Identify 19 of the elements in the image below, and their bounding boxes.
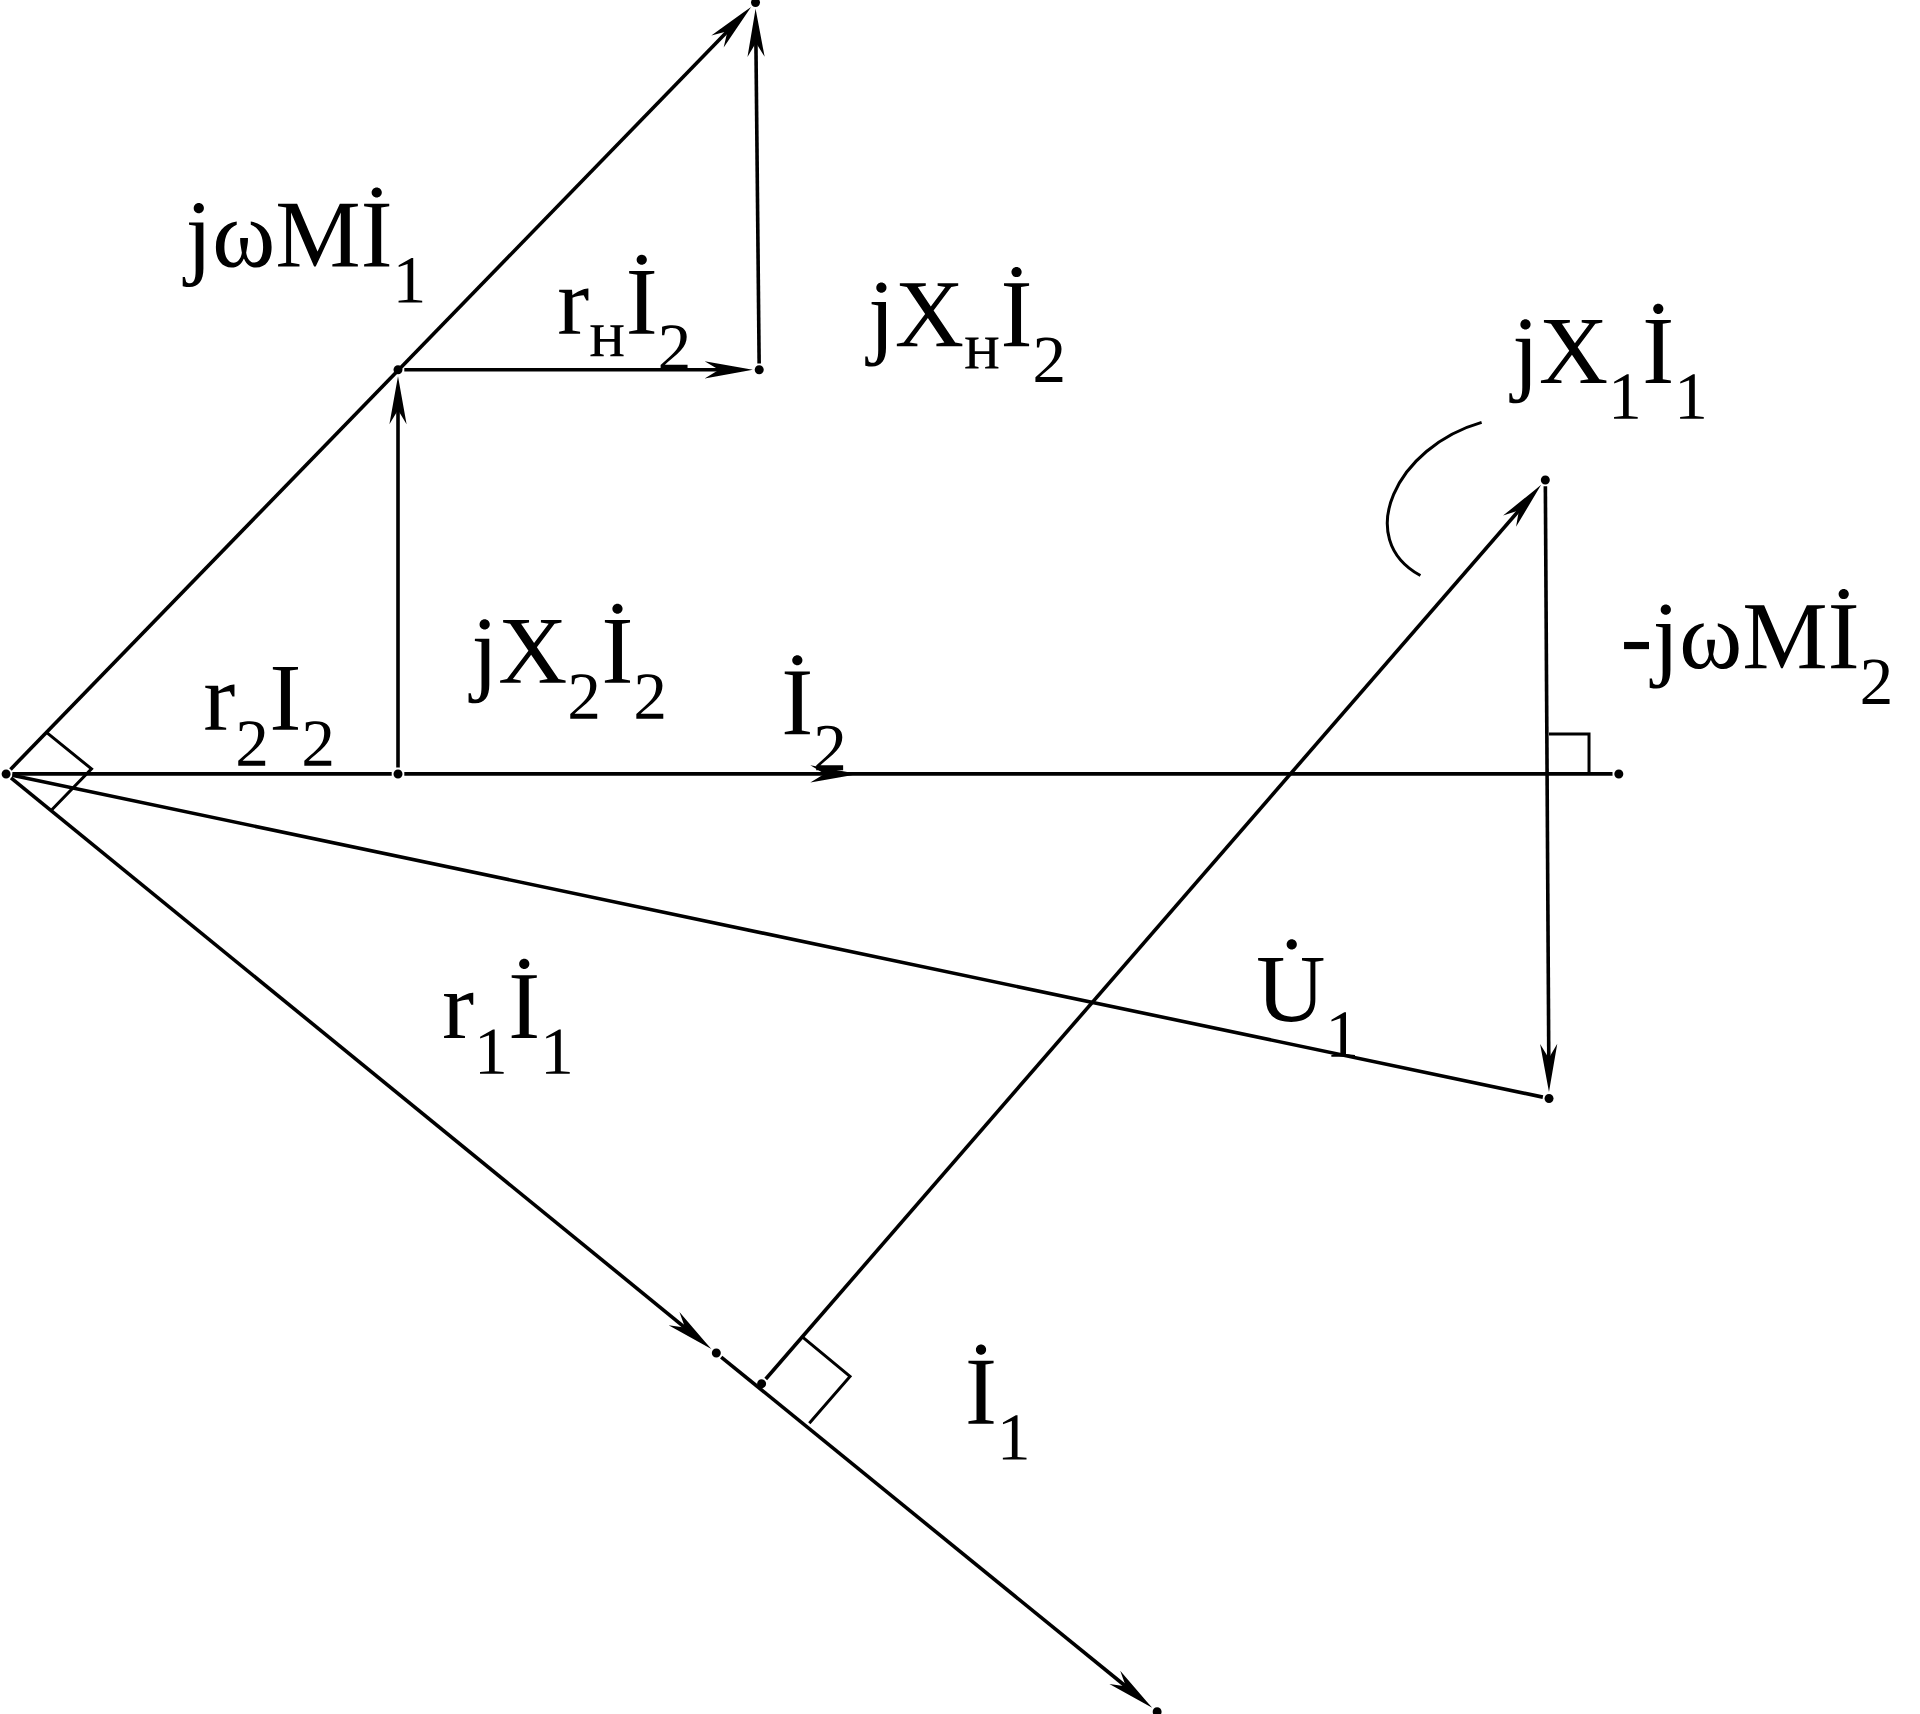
vector-point bbox=[393, 769, 403, 779]
vector-point bbox=[1544, 1093, 1554, 1103]
vector-point bbox=[1, 769, 11, 779]
edge-label: r$_{2}$I$_{2}$ bbox=[205, 666, 332, 766]
vector-point bbox=[751, 0, 760, 7]
edge-label: jX$_{н}$İ$_{2}$ bbox=[865, 266, 1063, 383]
vector-point bbox=[754, 365, 764, 375]
edge-label: İ$_{1}$ bbox=[968, 1344, 1027, 1460]
vector-point bbox=[757, 1379, 767, 1389]
vector-point bbox=[393, 365, 403, 375]
vector-point bbox=[1152, 1707, 1162, 1714]
vector-point bbox=[1614, 769, 1624, 779]
edge-label: jX$_{2}$İ$_{2}$ bbox=[468, 603, 664, 719]
vector-point bbox=[711, 1348, 721, 1358]
edge-label: r$_{1}$İ$_{1}$ bbox=[444, 958, 570, 1074]
edge-label: jωMİ$_{1}$ bbox=[182, 187, 423, 303]
edge-label: -jωMİ$_{2}$ bbox=[1624, 588, 1890, 705]
vector-point bbox=[1540, 475, 1550, 485]
edge-label: jX$_{1}$İ$_{1}$ bbox=[1509, 303, 1704, 419]
